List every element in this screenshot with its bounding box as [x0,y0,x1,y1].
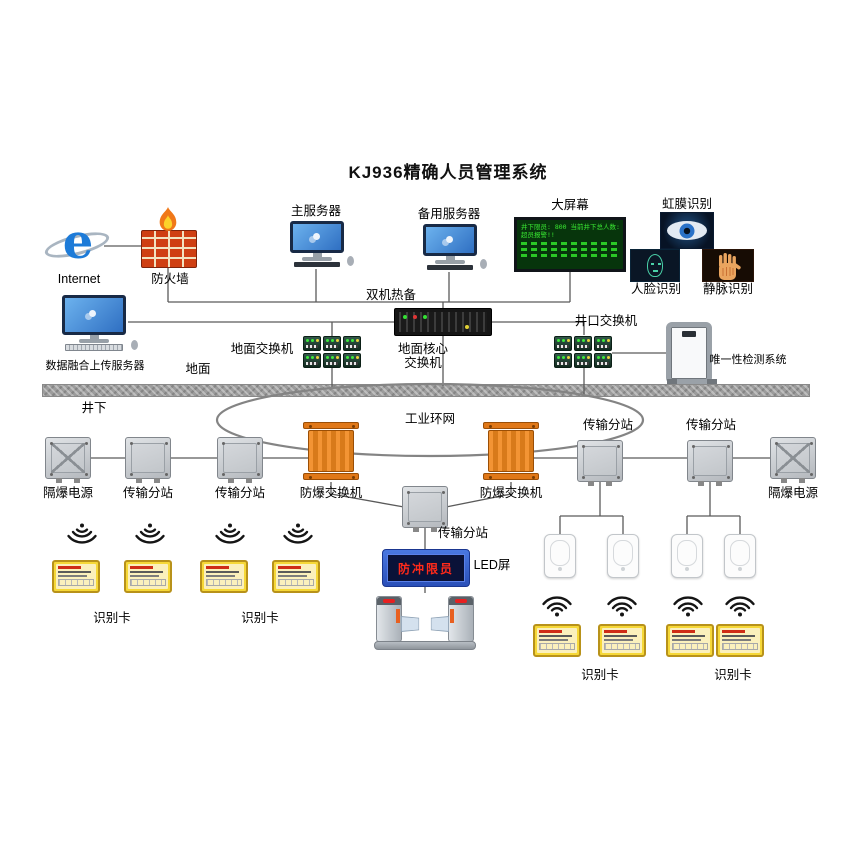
face-recognition-label: 人脸识别 [630,282,682,296]
core-switch-label-line1: 地面核心 [397,342,449,356]
face-recognition-image [630,249,680,282]
led-screen-label: LED屏 [473,558,511,572]
id-card-right-2-label: 识别卡 [714,668,752,682]
id-card [52,560,100,593]
substation-left-2-label: 传输分站 [214,486,266,500]
wifi-signal-icon [670,592,706,618]
internet-label: Internet [57,272,101,286]
underground-label: 井下 [81,401,107,415]
wellhead-switch-label: 井口交换机 [574,314,638,328]
substation-right-2-label: 传输分站 [685,418,737,432]
firewall-label: 防火墙 [151,272,189,286]
face-icon [647,254,663,277]
flame-icon [156,207,180,239]
big-screen-display: 井下限员: 800 当前井下总人数: 620 超员报警!! [514,217,626,272]
id-card [716,624,764,657]
wifi-signal-icon [722,592,758,618]
uniqueness-detection-label: 唯一性检测系统 [709,354,787,366]
flameproof-power-left-label: 隔爆电源 [42,486,94,500]
substation-right-2-box [687,440,733,486]
ring-network-ellipse [215,382,645,458]
wifi-signal-icon [604,592,640,618]
id-card-right-1-label: 识别卡 [581,668,619,682]
data-fusion-server-computer [58,295,138,355]
internet-e-glyph: e [62,214,94,271]
substation-middle-label: 传输分站 [437,526,489,540]
flameproof-power-right-box [770,437,816,483]
explosionproof-switch-right-box [483,422,539,482]
eye-icon [667,221,707,240]
dual-hot-standby-label: 双机热备 [365,288,417,302]
substation-right-1-label: 传输分站 [582,418,634,432]
id-card [124,560,172,593]
main-server-label: 主服务器 [290,204,342,218]
brick-wall [141,230,197,268]
id-card [666,624,714,657]
big-screen-line1: 井下限员: 800 当前井下总人数: 620 [521,223,626,231]
flameproof-power-left-box [45,437,91,483]
substation-middle-box [402,486,448,532]
internet-icon: e [42,214,112,271]
page-title: KJ936精确人员管理系统 [348,163,548,182]
id-card-left-2-label: 识别卡 [241,611,279,625]
iris-recognition-label: 虹膜识别 [661,197,713,211]
id-card [533,624,581,657]
explosionproof-switch-left-label: 防爆交换机 [299,486,363,500]
main-server-computer [286,221,354,271]
firewall-icon [141,207,197,268]
id-card [200,560,248,593]
industrial-ring-label: 工业环网 [398,412,462,426]
wifi-signal-icon [212,522,248,548]
flameproof-power-right-label: 隔爆电源 [767,486,819,500]
substation-right-1-box [577,440,623,486]
iris-eye-image [660,212,714,249]
id-card-left-1-label: 识别卡 [93,611,131,625]
big-screen-line2: 超员报警!! [521,231,555,239]
backup-server-label: 备用服务器 [417,207,481,221]
substation-left-1-box [125,437,171,483]
wifi-signal-icon [280,522,316,548]
uniqueness-detection-gate [666,322,712,384]
turnstile-gate [374,592,476,650]
led-screen: 防冲限员 [382,549,470,587]
core-switch-rack [394,308,492,336]
wellhead-switch-stack [554,336,612,368]
led-screen-text: 防冲限员 [387,554,465,582]
vein-recognition-label: 静脉识别 [702,282,754,296]
substation-left-2-box [217,437,263,483]
card-reader [544,534,576,578]
card-reader [671,534,703,578]
core-switch-label-line2: 交换机 [404,356,442,370]
explosionproof-switch-left-box [303,422,359,482]
big-screen-label: 大屏幕 [551,198,589,212]
explosionproof-switch-right-label: 防爆交换机 [479,486,543,500]
ground-switch-label: 地面交换机 [230,342,294,356]
wifi-signal-icon [64,522,100,548]
card-reader [724,534,756,578]
backup-server-computer [419,224,487,274]
vein-recognition-image [702,249,754,282]
wifi-signal-icon [132,522,168,548]
ground-switch-stack [303,336,361,368]
hand-icon [719,253,741,280]
wifi-signal-icon [539,592,575,618]
id-card [272,560,320,593]
surface-label: 地面 [185,362,211,376]
substation-left-1-label: 传输分站 [122,486,174,500]
data-fusion-server-label: 数据融合上传服务器 [45,360,145,372]
id-card [598,624,646,657]
card-reader [607,534,639,578]
